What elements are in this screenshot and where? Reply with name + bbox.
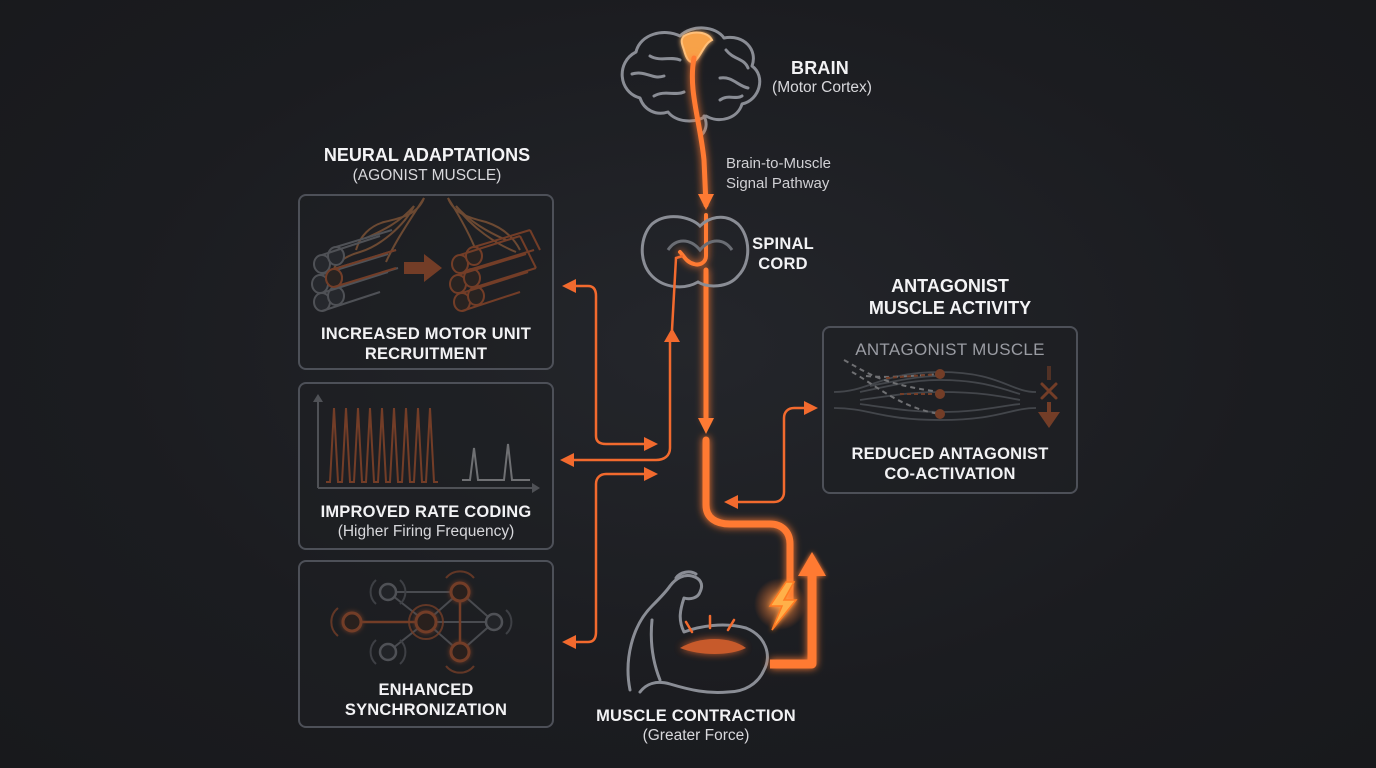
antagonist-muscle-label: ANTAGONIST MUSCLE xyxy=(855,340,1045,359)
spinal-cord-label-1: SPINAL xyxy=(752,235,814,253)
force-up-arrow xyxy=(770,572,817,669)
neural-adaptations-title: NEURAL ADAPTATIONS xyxy=(323,145,531,165)
synchronization-box: ENHANCED SYNCHRONIZATION xyxy=(298,560,554,728)
synchronization-label-1: ENHANCED xyxy=(378,681,474,699)
brain-title: BRAIN xyxy=(791,58,849,78)
recruitment-box: INCREASED MOTOR UNIT RECRUITMENT xyxy=(298,194,554,370)
antagonist-title-1: ANTAGONIST xyxy=(891,276,1009,296)
synchronization-label-2: SYNCHRONIZATION xyxy=(344,701,508,719)
spinal-ascending-line xyxy=(670,254,684,331)
motor-cortex-highlight xyxy=(680,31,714,64)
spinal-cord-icon xyxy=(640,215,750,289)
rate-coding-label-2: (Higher Firing Frequency) xyxy=(337,523,515,540)
rate-coding-label-1: IMPROVED RATE CODING xyxy=(320,503,532,521)
antagonist-box: ANTAGONIST MUSCLE REDUCED ANTAGONIST CO-… xyxy=(822,326,1078,494)
muscle-contraction-title: MUSCLE CONTRACTION xyxy=(596,707,796,725)
muscle-contraction-subtitle: (Greater Force) xyxy=(642,727,750,744)
spinal-ascending-arrow xyxy=(664,328,680,342)
bicep-rays xyxy=(684,614,736,634)
brain-subtitle: (Motor Cortex) xyxy=(772,79,872,96)
antagonist-caption-1: REDUCED ANTAGONIST xyxy=(851,445,1049,463)
recruitment-label-1: INCREASED MOTOR UNIT xyxy=(321,325,531,343)
pathway-label-1: Brain-to-Muscle xyxy=(726,155,832,172)
pathway-label-2: Signal Pathway xyxy=(726,175,830,192)
recruitment-label-2: RECRUITMENT xyxy=(364,345,488,363)
spinal-cord-label-2: CORD xyxy=(758,255,808,273)
signal-pathway xyxy=(678,55,794,604)
pathway-arrow-1 xyxy=(698,194,714,210)
neural-adaptations-subtitle: (AGONIST MUSCLE) xyxy=(352,167,502,184)
force-up-arrowhead xyxy=(798,552,826,576)
lightning-bolt-icon xyxy=(768,581,798,631)
rate-coding-box: IMPROVED RATE CODING (Higher Firing Freq… xyxy=(298,382,554,550)
bicep-highlight xyxy=(680,639,746,654)
pathway-arrow-2 xyxy=(698,418,714,434)
antagonist-title-2: MUSCLE ACTIVITY xyxy=(868,298,1032,318)
feedback-connectors xyxy=(568,284,808,644)
flexed-arm-icon xyxy=(626,570,769,694)
brain-icon xyxy=(620,26,762,138)
antagonist-caption-2: CO-ACTIVATION xyxy=(884,465,1016,483)
connector-arrowheads xyxy=(560,279,818,649)
